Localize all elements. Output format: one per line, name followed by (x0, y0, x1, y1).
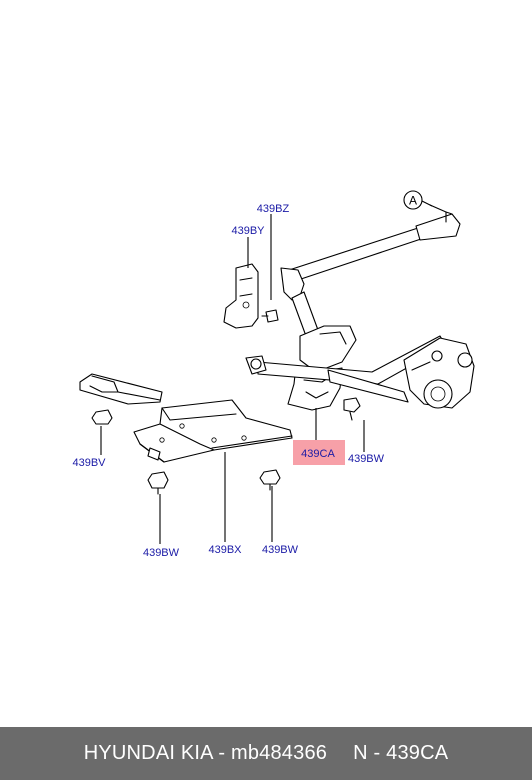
label-439bx: 439BX (208, 544, 242, 556)
footer-bar: HYUNDAI KIA - mb484366 N - 439CA (0, 727, 532, 780)
callout-a-text: A (409, 194, 417, 208)
cross-member-assembly (245, 204, 475, 411)
part-labels: 439BZ 439BY 439BV 439CA 439BW 439BW 439B… (72, 203, 384, 559)
label-439by: 439BY (231, 225, 265, 237)
skid-plate-439bx (133, 399, 293, 463)
label-439bw-mid: 439BW (262, 544, 299, 556)
footer-code: N - 439CA (353, 742, 449, 764)
label-439ca: 439CA (301, 448, 335, 460)
bracket-439bv (79, 373, 163, 425)
label-439bv: 439BV (72, 457, 106, 469)
footer-brand-part: HYUNDAI KIA - mb484366 (83, 742, 328, 764)
highlight-439ca (293, 440, 345, 465)
label-439bz: 439BZ (257, 203, 290, 215)
bracket-439by (223, 263, 279, 329)
bolts (147, 397, 361, 495)
leader-lines (100, 214, 365, 544)
label-439bw-left: 439BW (143, 547, 180, 559)
label-439bw-right: 439BW (348, 453, 385, 465)
callout-a: A (403, 190, 433, 210)
parts-diagram: A (72, 190, 475, 559)
